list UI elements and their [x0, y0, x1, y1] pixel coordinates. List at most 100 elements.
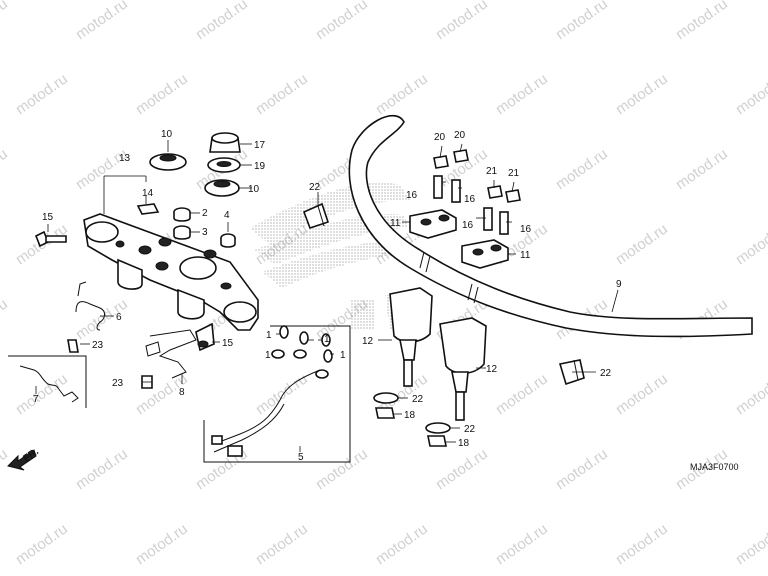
watermark-text: motod.ru [733, 220, 768, 268]
washer-19 [207, 157, 241, 173]
lower-holder-12a [389, 287, 433, 387]
callout-20a: 22 [412, 394, 424, 405]
cap-22a [433, 155, 449, 169]
plug-4 [220, 233, 236, 248]
watermark-text: motod.ru [133, 520, 191, 568]
watermark-text: motod.ru [73, 295, 131, 343]
bulb-1d [323, 349, 333, 363]
callout-5: 5 [298, 452, 304, 463]
callout-15b: 15 [222, 338, 234, 349]
callout-6: 6 [116, 312, 122, 323]
watermark-text: motod.ru [493, 70, 551, 118]
callout-22d: 21 [508, 168, 520, 179]
watermark-text: motod.ru [493, 370, 551, 418]
callout-1d: 1 [340, 350, 346, 361]
diagram-code: MJA3F0700 [690, 462, 739, 472]
callout-1c: 1 [324, 334, 330, 345]
callout-12a: 12 [362, 336, 374, 347]
callout-16d: 16 [520, 224, 532, 235]
callout-2: 2 [202, 208, 208, 219]
watermark-text: motod.ru [313, 445, 371, 493]
callout-3: 3 [202, 227, 208, 238]
bolt-16c [483, 207, 493, 231]
clip-21a [302, 202, 330, 230]
callout-22a: 20 [434, 132, 446, 143]
callout-18b: 18 [458, 438, 470, 449]
callout-23a: 23 [92, 340, 104, 351]
clip-14 [136, 203, 160, 215]
watermark-text: motod.ru [253, 370, 311, 418]
watermark-text: motod.ru [313, 0, 371, 43]
watermark-text: motod.ru [133, 70, 191, 118]
bolt-16d [499, 211, 509, 235]
plug-3 [173, 225, 191, 240]
bulb-1b [299, 331, 309, 345]
watermark-text: motod.ru [733, 70, 768, 118]
callout-19: 19 [254, 161, 266, 172]
watermark-text: motod.ru [0, 0, 11, 43]
watermark-text: motod.ru [733, 370, 768, 418]
callout-labels: FR. MJA3F0700 13 14 10 17 19 10 2 3 4 15… [21, 129, 738, 472]
bolt-23a [67, 339, 79, 353]
watermark-text: motod.ru [253, 70, 311, 118]
callout-16b: 16 [464, 194, 476, 205]
wire-stay-6 [75, 281, 106, 331]
nut-18a [375, 407, 395, 419]
callout-7: 7 [33, 394, 39, 405]
watermark-text: motod.ru [433, 0, 491, 43]
callout-4: 4 [224, 210, 230, 221]
watermark-text: motod.ru [493, 520, 551, 568]
lower-holder-12b [439, 317, 487, 421]
watermark-text: motod.ru [373, 70, 431, 118]
callout-16a: 16 [406, 190, 418, 201]
callout-18a: 18 [404, 410, 416, 421]
callout-11b: 11 [520, 250, 531, 261]
bolt-15a [34, 230, 67, 248]
washer-20b [425, 422, 451, 434]
watermark-text: motod.ru [373, 520, 431, 568]
callout-23b: 23 [112, 378, 124, 389]
watermark-text: motod.ru [613, 70, 671, 118]
watermark-text: motod.ru [253, 520, 311, 568]
callout-1a: 1 [266, 330, 272, 341]
nut-18b [427, 435, 447, 447]
watermark-text: motod.ru [733, 520, 768, 568]
watermark-text: motod.ru [553, 145, 611, 193]
handlebar [348, 115, 753, 338]
watermark-text: motod.ru [613, 370, 671, 418]
watermark-text: motod.ru [0, 145, 11, 193]
callout-1b: 1 [265, 350, 271, 361]
bolt-15b [195, 322, 215, 352]
watermark-text: motod.ru [553, 445, 611, 493]
inset-5 [203, 325, 351, 463]
callout-17: 17 [254, 140, 266, 151]
watermark-text: motod.ru [673, 145, 731, 193]
callout-22c: 21 [486, 166, 498, 177]
inset-7 [8, 355, 87, 408]
cap-22b [453, 149, 469, 163]
callout-20b: 22 [464, 424, 476, 435]
callout-9: 9 [616, 279, 622, 290]
bolt-16a [433, 175, 443, 199]
callout-10a: 10 [161, 129, 173, 140]
leader-lines [35, 140, 619, 452]
rubber-bushing-10b [204, 179, 240, 197]
callout-14: 14 [142, 188, 154, 199]
watermark-text: motod.ru [193, 0, 251, 43]
callout-15a: 15 [42, 212, 54, 223]
callout-22b: 20 [454, 130, 466, 141]
watermark-text: motod.ru [0, 445, 11, 493]
callout-10b: 10 [248, 184, 260, 195]
bolt-16b [451, 179, 461, 203]
washer-20a [373, 392, 399, 404]
callout-12b: 12 [486, 364, 498, 375]
watermark-text: motod.ru [553, 0, 611, 43]
watermark-text: motod.ru [673, 0, 731, 43]
watermark-text: motod.ru [73, 0, 131, 43]
top-bridge [83, 213, 259, 331]
callout-16c: 16 [462, 220, 474, 231]
cap-22d [505, 189, 521, 203]
cap-22c [487, 185, 503, 199]
callout-13: 13 [119, 153, 131, 164]
